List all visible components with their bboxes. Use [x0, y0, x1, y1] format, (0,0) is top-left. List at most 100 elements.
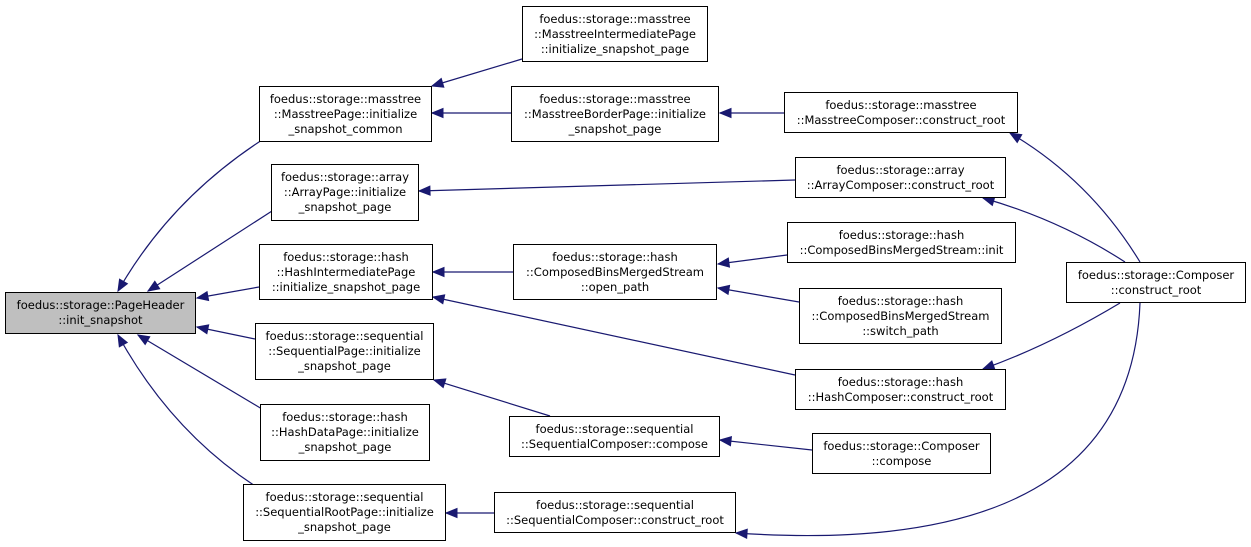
node-label-line: ::switch_path: [862, 323, 939, 338]
node-array-composer-construct-root[interactable]: foedus::storage::array::ArrayComposer::c…: [795, 157, 1006, 198]
node-sequential-composer-compose[interactable]: foedus::storage::sequential::SequentialC…: [509, 416, 720, 457]
node-masstree-composer-construct-root[interactable]: foedus::storage::masstree::MasstreeCompo…: [784, 92, 1018, 133]
node-sequential-composer-construct-root[interactable]: foedus::storage::sequential::SequentialC…: [494, 492, 736, 533]
node-label-line: ::HashDataPage::initialize: [271, 425, 419, 439]
node-label-line: foedus::storage::hash: [837, 374, 964, 389]
node-pageheader-init-snapshot[interactable]: foedus::storage::PageHeader::init_snapsh…: [5, 292, 196, 334]
node-composer-construct-root[interactable]: foedus::storage::Composer::construct_roo…: [1066, 262, 1246, 303]
node-sequential-root-page-init[interactable]: foedus::storage::sequential::SequentialR…: [243, 484, 446, 541]
arrowhead: [117, 333, 129, 348]
node-composed-bins-open-path[interactable]: foedus::storage::hash::ComposedBinsMerge…: [513, 244, 717, 300]
node-label-line: ::SequentialComposer::compose: [521, 436, 708, 451]
arrowhead: [431, 266, 445, 278]
node-label-line: _snapshot_page: [298, 440, 392, 454]
node-label-line: ::ComposedBinsMergedStream: [811, 308, 990, 323]
arrowhead: [444, 507, 458, 519]
arrowhead: [718, 436, 732, 447]
arrowhead: [430, 77, 445, 88]
node-label-line: ::construct_root: [1110, 282, 1202, 297]
node-label-line: ::MasstreePage::initialize: [273, 106, 418, 121]
arrowhead: [1008, 132, 1023, 144]
node-hash-data-page-init[interactable]: foedus::storage::hash::HashDataPage::ini…: [260, 404, 430, 461]
node-label-line: foedus::storage::hash: [282, 410, 408, 424]
arrowhead: [146, 280, 161, 292]
node-label-line: foedus::storage::array: [836, 162, 965, 177]
edge-composed-bins-switch-path-to-composed-bins-open-path: [717, 287, 800, 303]
node-label-line: foedus::storage::masstree: [539, 91, 691, 106]
node-masstree-border-page-init[interactable]: foedus::storage::masstree::MasstreeBorde…: [511, 86, 719, 142]
arrowhead: [431, 294, 446, 305]
node-masstree-page-init-common[interactable]: foedus::storage::masstree::MasstreePage:…: [259, 86, 432, 142]
node-sequential-page-init[interactable]: foedus::storage::sequential::SequentialP…: [255, 323, 434, 380]
edge-sequential-composer-compose-to-sequential-page-init: [433, 379, 551, 417]
node-label-line: foedus::storage::hash: [838, 227, 965, 242]
arrowhead: [718, 107, 732, 119]
node-label-line: ::open_path: [580, 279, 650, 294]
arrowhead: [195, 324, 210, 335]
node-label-line: ::initialize_snapshot_page: [540, 41, 690, 56]
edge-hash-composer-construct-root-to-hash-intermediate-page-init: [432, 296, 796, 376]
node-label-line: ::ArrayComposer::construct_root: [806, 177, 995, 192]
node-label-line: ::SequentialPage::initialize: [268, 344, 421, 358]
node-array-page-init[interactable]: foedus::storage::array::ArrayPage::initi…: [271, 164, 419, 221]
node-composer-compose[interactable]: foedus::storage::Composer::compose: [812, 433, 991, 474]
node-hash-intermediate-page-init[interactable]: foedus::storage::hash::HashIntermediateP…: [259, 244, 433, 300]
node-masstree-intermediate-page-init[interactable]: foedus::storage::masstree::MasstreeInter…: [522, 6, 708, 62]
node-composed-bins-switch-path[interactable]: foedus::storage::hash::ComposedBinsMerge…: [799, 288, 1002, 344]
node-label-line: ::MasstreeIntermediatePage: [534, 26, 696, 41]
edge-array-composer-construct-root-to-array-page-init: [418, 179, 796, 192]
arrowhead: [716, 284, 731, 296]
arrowhead: [136, 334, 151, 346]
edge-masstree-intermediate-page-init-to-masstree-page-init-common: [431, 58, 523, 87]
edge-hash-data-page-init-to-pageheader-init-snapshot: [137, 334, 263, 410]
edge-composer-construct-root-to-sequential-composer-construct-root: [735, 302, 1141, 537]
node-label-line: foedus::storage::masstree: [269, 91, 422, 106]
node-label-line: foedus::storage::array: [280, 170, 410, 184]
node-label-line: foedus::storage::Composer: [1077, 267, 1235, 282]
node-label-line: foedus::storage::hash: [283, 249, 409, 264]
node-label-line: foedus::storage::masstree: [539, 11, 691, 26]
edge-composer-compose-to-sequential-composer-compose: [719, 439, 813, 451]
node-label-line: foedus::storage::sequential: [265, 490, 424, 504]
node-label-line: _snapshot_page: [298, 520, 391, 534]
node-label-line: ::ComposedBinsMergedStream: [526, 264, 704, 279]
arrowhead: [716, 257, 731, 268]
node-label-line: ::ArrayPage::initialize: [283, 185, 407, 199]
arrowhead: [430, 107, 444, 119]
node-label-line: _snapshot_common: [288, 121, 403, 136]
node-label-line: ::HashComposer::construct_root: [807, 389, 994, 404]
edge-composed-bins-init-to-composed-bins-open-path: [717, 254, 788, 265]
node-composed-bins-init[interactable]: foedus::storage::hash::ComposedBinsMerge…: [787, 222, 1016, 263]
node-hash-composer-construct-root[interactable]: foedus::storage::hash::HashComposer::con…: [795, 369, 1006, 410]
node-label-line: _snapshot_page: [568, 121, 662, 136]
arrowhead: [432, 378, 447, 389]
arrowhead: [195, 290, 210, 302]
node-label-line: _snapshot_page: [298, 200, 392, 214]
edge-composer-construct-root-to-array-composer-construct-root: [982, 197, 1126, 263]
node-label-line: foedus::storage::sequential: [535, 421, 694, 436]
node-label-line: foedus::storage::sequential: [265, 329, 424, 343]
node-label-line: ::MasstreeComposer::construct_root: [796, 112, 1006, 127]
node-label-line: foedus::storage::Composer: [823, 438, 980, 453]
node-label-line: foedus::storage::hash: [552, 249, 678, 264]
arrowhead: [417, 185, 431, 196]
node-label-line: ::HashIntermediatePage: [276, 264, 416, 279]
node-label-line: _snapshot_page: [298, 359, 391, 373]
node-label-line: ::SequentialRootPage::initialize: [255, 505, 434, 519]
edge-composer-construct-root-to-masstree-composer-construct-root: [1009, 132, 1141, 263]
edge-array-page-init-to-pageheader-init-snapshot: [147, 210, 273, 292]
node-label-line: ::ComposedBinsMergedStream::init: [799, 242, 1004, 257]
node-label-line: ::init_snapshot: [58, 313, 143, 327]
node-label-line: ::MasstreeBorderPage::initialize: [524, 106, 706, 121]
arrowhead: [117, 278, 129, 293]
node-label-line: foedus::storage::sequential: [536, 497, 694, 512]
edge-sequential-root-page-init-to-pageheader-init-snapshot: [117, 334, 256, 487]
node-label-line: foedus::storage::masstree: [825, 97, 977, 112]
arrowhead: [734, 528, 748, 540]
node-label-line: foedus::storage::PageHeader: [16, 298, 185, 312]
node-label-line: ::compose: [871, 453, 932, 468]
edge-composer-construct-root-to-hash-composer-construct-root: [982, 302, 1121, 370]
node-label-line: ::SequentialComposer::construct_root: [506, 512, 724, 527]
